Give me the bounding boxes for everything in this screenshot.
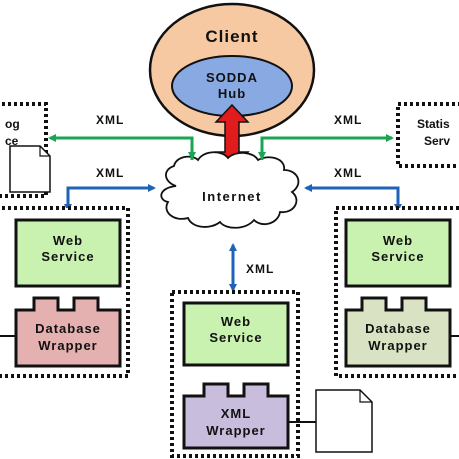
top-right-dotted-frame (396, 102, 459, 168)
center-service-line2: Service (209, 330, 262, 345)
xml-label-mid-left: XML (96, 166, 124, 180)
right-service-line2: Service (371, 249, 424, 264)
client-node: Client SODDA Hub (148, 2, 316, 138)
right-wrapper-box (344, 296, 452, 368)
left-node: Web Service Database Wrapper (0, 206, 130, 378)
top-left-service-box: og ce (0, 102, 51, 198)
center-service-line1: Web (221, 314, 251, 329)
right-service-line1: Web (383, 233, 413, 248)
left-wrapper-box (14, 296, 122, 368)
left-service-line1: Web (53, 233, 83, 248)
xml-label-mid-right: XML (334, 166, 362, 180)
center-wrapper-line1: XML (221, 406, 251, 421)
hub-label-line2: Hub (218, 86, 246, 101)
left-wrapper-line2: Wrapper (38, 338, 98, 353)
hub-label-line1: SODDA (206, 70, 258, 85)
internet-label: Internet (202, 189, 262, 204)
center-wrapper-box (182, 382, 290, 450)
internet-cloud: Internet (160, 151, 300, 229)
center-web-service-box (182, 301, 290, 367)
center-document-icon (315, 389, 373, 453)
cloud-shape (160, 151, 300, 229)
xml-label-bottom: XML (246, 262, 274, 276)
right-wrapper-line1: Database (365, 321, 431, 336)
right-node: Web Service Database Wrapper (334, 206, 459, 378)
top-right-service-box: Statis Serv (396, 102, 459, 168)
client-title: Client (205, 27, 258, 46)
right-wrapper-line2: Wrapper (368, 338, 428, 353)
center-wrapper-line2: Wrapper (206, 423, 266, 438)
top-left-line2: ce (5, 134, 19, 148)
center-node: Web Service XML Wrapper (170, 290, 373, 458)
green-arrow-right (258, 134, 394, 160)
right-web-service-box (344, 218, 452, 288)
top-left-line1: og (5, 117, 20, 131)
green-arrow-left (48, 134, 196, 160)
left-wrapper-line1: Database (35, 321, 101, 336)
top-right-line2: Serv (424, 134, 450, 148)
sodda-hub: SODDA Hub (171, 55, 293, 117)
top-left-document-icon (9, 145, 51, 193)
xml-label-top-right: XML (334, 113, 362, 127)
left-service-line2: Service (41, 249, 94, 264)
top-right-line1: Statis (417, 117, 450, 131)
xml-label-top-left: XML (96, 113, 124, 127)
left-web-service-box (14, 218, 122, 288)
